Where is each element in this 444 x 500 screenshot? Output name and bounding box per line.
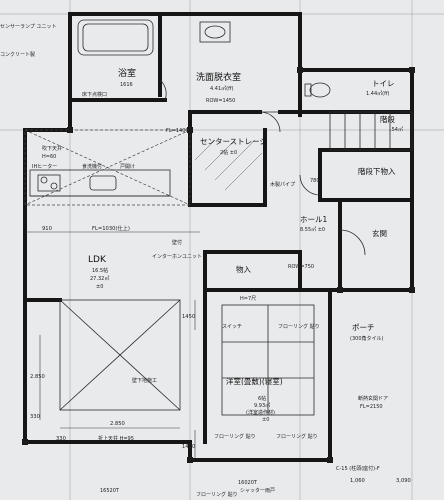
label-bot2: 16020T xyxy=(238,480,258,486)
stairs xyxy=(329,111,413,151)
label-dim330b: 330 xyxy=(56,436,66,442)
room-stairs-area: .54㎡ xyxy=(390,126,403,133)
kitchen-ceiling-mark xyxy=(24,129,191,206)
room-bedroom-sub4: ±0 xyxy=(262,417,269,423)
label-bot3: シャッター雨戸 xyxy=(240,487,275,494)
room-bedroom-sub2: 9.93㎡ xyxy=(254,402,270,409)
label-bot1: 16520T xyxy=(100,488,120,494)
room-entrance-name: 玄関 xyxy=(372,228,387,238)
wash-basin xyxy=(199,21,231,43)
label-row750: ROW=750 xyxy=(288,264,314,270)
label-concrete: コンクリート製 xyxy=(0,51,35,58)
label-dim2850b: 2.850 xyxy=(110,421,125,427)
room-hall-area: 8.55㎡ ±0 xyxy=(300,226,325,233)
room-understair-name: 階段下物入 xyxy=(358,166,396,176)
label-furoring2: フローリング 貼り xyxy=(214,433,256,440)
label-h7: H=7尺 xyxy=(240,296,256,302)
room-washroom-area: 4.41㎡(ff) xyxy=(210,85,234,92)
room-bedroom-sub3: (洋室造作材) xyxy=(246,409,275,416)
columns xyxy=(22,67,415,463)
label-tobira: 戸開け xyxy=(120,164,135,170)
label-yuka: 床下点検口 xyxy=(82,91,107,98)
toilet-fixture xyxy=(304,82,331,98)
ldk-ceiling-mark xyxy=(59,299,181,411)
label-furoring1: フローリング 貼り xyxy=(278,323,320,330)
label-dim330a: 330 xyxy=(30,414,40,420)
label-dim1060: 1,060 xyxy=(350,478,365,484)
room-storage-area: 2帖 ±0 xyxy=(220,149,237,156)
room-bath-name: 浴室 xyxy=(118,67,136,79)
storage-hatch xyxy=(194,139,263,191)
kitchen-counter xyxy=(29,169,171,197)
label-interphone: インターホンユニット xyxy=(152,253,202,260)
label-danntobira: 断熱玄関ドア xyxy=(358,395,388,402)
label-kaban: 木製パイプ xyxy=(270,181,295,188)
label-fl2150: FL=2150 xyxy=(360,404,383,410)
label-c15: C-15 (柱頭(座付)-F xyxy=(336,465,380,472)
label-dim3090: 3,090 xyxy=(396,478,411,484)
room-ldk-sub1: 16.5帖 xyxy=(92,267,108,274)
label-hl: H=60 xyxy=(42,154,56,160)
label-bot4: フローリング 貼り xyxy=(196,491,238,498)
bathtub xyxy=(77,19,154,56)
room-porch-sub: (300角タイル) xyxy=(350,335,383,342)
label-ceilfl: FL=1400 xyxy=(166,128,189,134)
label-fukinuke: 吹下天井 xyxy=(42,145,62,152)
label-ihheater: IHヒーター xyxy=(32,163,57,170)
room-bedroom-name: 洋室(畳敷)(寝室) xyxy=(226,376,283,386)
room-washroom-sub: ROW=1450 xyxy=(206,98,235,104)
label-shokki: 食洗機付 xyxy=(82,163,102,170)
label-fl1030: FL=1030(仕上) xyxy=(92,224,130,232)
room-hall-name: ホール1 xyxy=(300,215,327,224)
room-bath-size: 1616 xyxy=(120,82,133,88)
label-dim1450b: 1450 xyxy=(182,444,195,450)
dimension-lines xyxy=(25,231,200,458)
room-porch-name: ポーチ xyxy=(352,323,375,332)
room-toilet-area: 1.44㎡(ff) xyxy=(366,90,390,97)
room-storage-name: センターストレージ xyxy=(200,137,267,146)
room-ldk-sub2: 27.32㎡ xyxy=(90,275,109,282)
doors xyxy=(159,79,366,256)
room-stairs-name: 階段 xyxy=(380,114,395,124)
room-closet-name: 物入 xyxy=(236,264,251,274)
label-dim910: 910 xyxy=(42,226,52,232)
room-toilet-name: トイレ xyxy=(372,79,395,88)
label-dim1450a: 1450 xyxy=(182,314,195,320)
room-bedroom-sub1: 6帖 xyxy=(258,395,266,402)
label-dim2850a: 2.850 xyxy=(30,374,45,380)
label-kabeshita: 壁下地施工 xyxy=(132,377,157,384)
room-ldk-sub3: ±0 xyxy=(96,284,103,290)
room-washroom-name: 洗面脱衣室 xyxy=(196,71,241,83)
label-hakobi: スイッチ xyxy=(222,324,242,330)
label-furoring3: フローリング 貼り xyxy=(276,433,318,440)
label-kabetsuke: 壁付 xyxy=(172,239,182,246)
label-ten780: 780 xyxy=(310,178,320,184)
label-kositen: 折上天井 H=95 xyxy=(98,435,134,442)
label-sensor: センサーランプ ユニット xyxy=(0,24,56,30)
room-ldk-name: LDK xyxy=(88,255,107,265)
tatami-grid xyxy=(221,304,315,416)
